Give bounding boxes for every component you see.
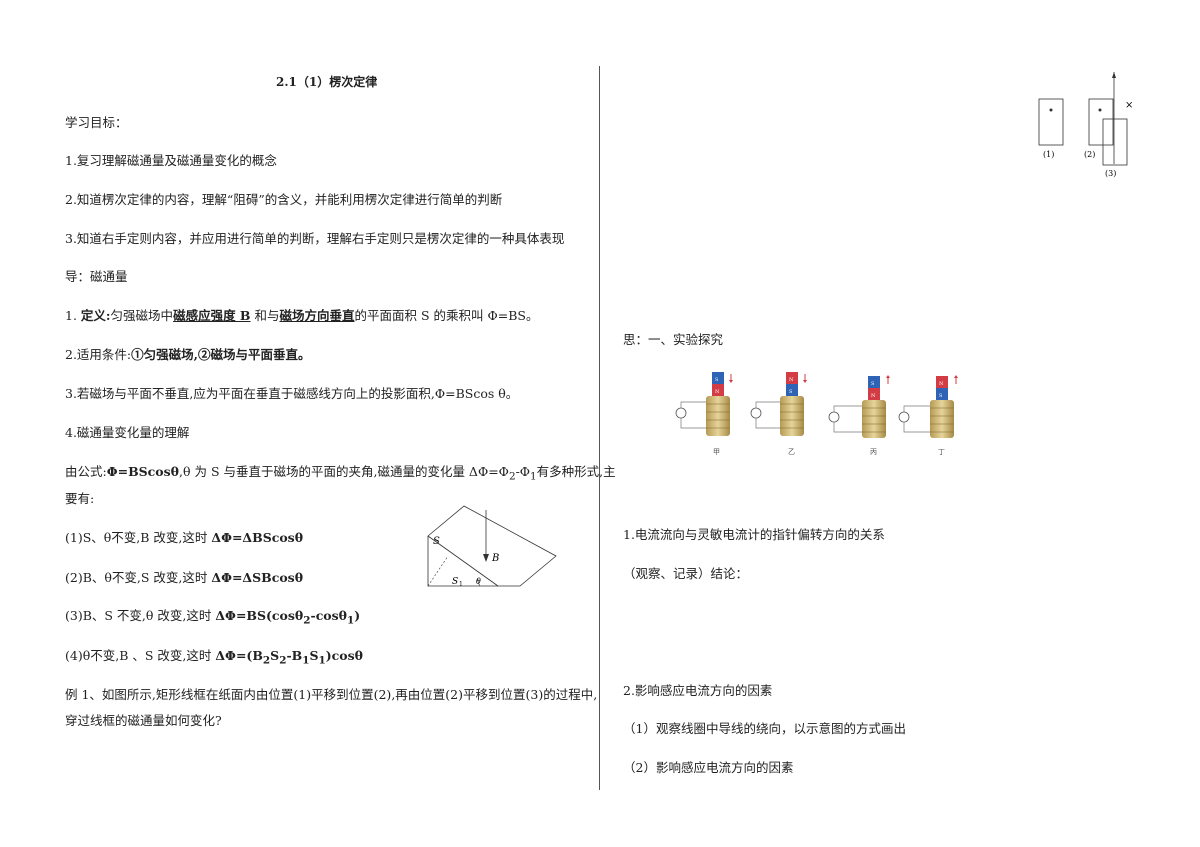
formula-suffix: 有多种形式,主	[536, 464, 616, 479]
condition: 2.适用条件:①匀强磁场,②磁场与平面垂直。	[65, 344, 311, 363]
definition-number: 1.	[65, 308, 77, 323]
case-4: (4)θ不变,B 、S 改变,这时 ΔΦ=(B2S2-B1S1)cosθ	[65, 645, 363, 667]
experiment-figure: S N 甲 N S 乙 S N 丙	[675, 372, 958, 456]
goal-3: 3.知道右手定则内容，并应用进行简单的判断，理解右手定则只是楞次定律的一种具体表…	[65, 231, 565, 246]
magnet-3-bottom: N	[871, 393, 876, 399]
loop-positions-figure: × (1) (2) (3)	[1038, 72, 1133, 178]
cross-mark: ×	[1125, 100, 1133, 111]
case-4-text: (4)θ不变,B 、S 改变,这时	[65, 648, 216, 663]
definition-text-e: 的平面面积 S 的乘积叫 Φ=BS。	[354, 308, 539, 323]
definition-label: 定义:	[80, 308, 111, 323]
magnet-2-top: N	[789, 377, 794, 383]
goal-1: 1.复习理解磁通量及磁通量变化的概念	[65, 153, 277, 168]
goal-2: 2.知道楞次定律的内容，理解“阻碍”的含义，并能利用楞次定律进行简单的判断	[65, 192, 503, 207]
change-heading: 4.磁通量变化量的理解	[65, 425, 190, 440]
experiment-unit-2: N S 乙	[750, 372, 807, 456]
fig-label-b: B	[491, 553, 499, 564]
case-2-formula: ΔΦ=ΔSBcosθ	[211, 570, 304, 585]
condition-label: 2.适用条件:	[65, 347, 132, 362]
question-2-item-1: （1）观察线圈中导线的绕向，以示意图的方式画出	[623, 721, 906, 736]
definition-term-perpendicular: 磁场方向垂直	[279, 308, 355, 323]
sub-2: 2	[508, 470, 516, 483]
example-1-line-2: 穿过线框的磁通量如何变化?	[65, 713, 222, 728]
example-1-line-1: 例 1、如图所示,矩形线框在纸面内由位置(1)平移到位置(2),再由位置(2)平…	[65, 687, 598, 702]
sub-1: 1	[530, 470, 537, 483]
question-1-note: （观察、记录）结论：	[623, 566, 749, 581]
magnet-3-top: S	[871, 381, 875, 387]
exp-label-1: 甲	[713, 448, 720, 456]
fig-label-s: S	[433, 536, 440, 547]
tilted-plane-figure: S B S 1 θ	[427, 505, 557, 588]
definition: 1. 定义:匀强磁场中磁感应强度 B 和与磁场方向垂直的平面面积 S 的乘积叫 …	[65, 305, 538, 324]
question-1: 1.电流流向与灵敏电流计的指针偏转方向的关系	[623, 527, 885, 542]
fig-label-theta: θ	[476, 577, 481, 586]
loop-label-1: (1)	[1043, 150, 1054, 159]
loop-label-2: (2)	[1084, 150, 1095, 159]
case-3-formula: ΔΦ=BS(cosθ2-cosθ1)	[215, 608, 361, 627]
definition-text-c: 和与	[250, 308, 280, 323]
formula-main: Φ=BScosθ	[106, 464, 179, 479]
column-divider	[599, 66, 600, 790]
formula-line-2: 要有:	[65, 491, 95, 506]
magnet-1-top: S	[715, 377, 719, 383]
formula-minus: -Φ	[515, 464, 531, 479]
exp-label-2: 乙	[788, 448, 795, 456]
magnet-4-top: N	[939, 381, 944, 387]
case-3: (3)B、S 不变,θ 改变,这时 ΔΦ=BS(cosθ2-cosθ1)	[65, 605, 360, 627]
exp-label-4: 丁	[938, 448, 945, 456]
condition-text: ①匀强磁场,②磁场与平面垂直。	[131, 347, 311, 362]
exp-label-3: 丙	[870, 448, 877, 456]
guide-heading: 导：磁通量	[65, 269, 128, 284]
definition-text-a: 匀强磁场中	[110, 308, 174, 323]
page-title: 2.1（1）楞次定律	[276, 75, 378, 89]
case-3-text: (3)B、S 不变,θ 改变,这时	[65, 608, 216, 623]
case-4-formula: ΔΦ=(B2S2-B1S1)cosθ	[215, 648, 363, 667]
loop-label-3: (3)	[1105, 169, 1116, 178]
experiment-unit-4: N S 丁	[898, 375, 958, 456]
formula-prefix: 由公式:	[65, 464, 107, 479]
goals-heading: 学习目标：	[65, 115, 128, 130]
magnet-4-bottom: S	[939, 393, 943, 399]
question-2: 2.影响感应电流方向的因素	[623, 683, 773, 698]
formula-line: 由公式:Φ=BScosθ,θ 为 S 与垂直于磁场的平面的夹角,磁通量的变化量 …	[65, 461, 616, 483]
definition-term-b: 磁感应强度 B	[173, 308, 251, 323]
magnet-2-bottom: S	[789, 389, 793, 395]
case-2: (2)B、θ不变,S 改变,这时 ΔΦ=ΔSBcosθ	[65, 567, 303, 586]
case-1-formula: ΔΦ=ΔBScosθ	[211, 530, 304, 545]
case-1: (1)S、θ不变,B 改变,这时 ΔΦ=ΔBScosθ	[65, 527, 303, 546]
projection-rule: 3.若磁场与平面不垂直,应为平面在垂直于磁感线方向上的投影面积,Φ=BScos …	[65, 386, 519, 401]
fig-label-s1-sub: 1	[459, 581, 463, 588]
formula-desc: ,θ 为 S 与垂直于磁场的平面的夹角,磁通量的变化量 ΔΦ=Φ	[179, 464, 509, 479]
experiment-unit-1: S N 甲	[675, 372, 733, 456]
fig-label-s1: S	[452, 577, 458, 587]
think-heading: 思：一、实验探究	[623, 332, 724, 347]
case-2-text: (2)B、θ不变,S 改变,这时	[65, 570, 212, 585]
question-2-item-2: （2）影响感应电流方向的因素	[623, 760, 794, 775]
case-1-text: (1)S、θ不变,B 改变,这时	[65, 530, 212, 545]
magnet-1-bottom: N	[715, 389, 720, 395]
experiment-unit-3: S N 丙	[828, 375, 890, 456]
